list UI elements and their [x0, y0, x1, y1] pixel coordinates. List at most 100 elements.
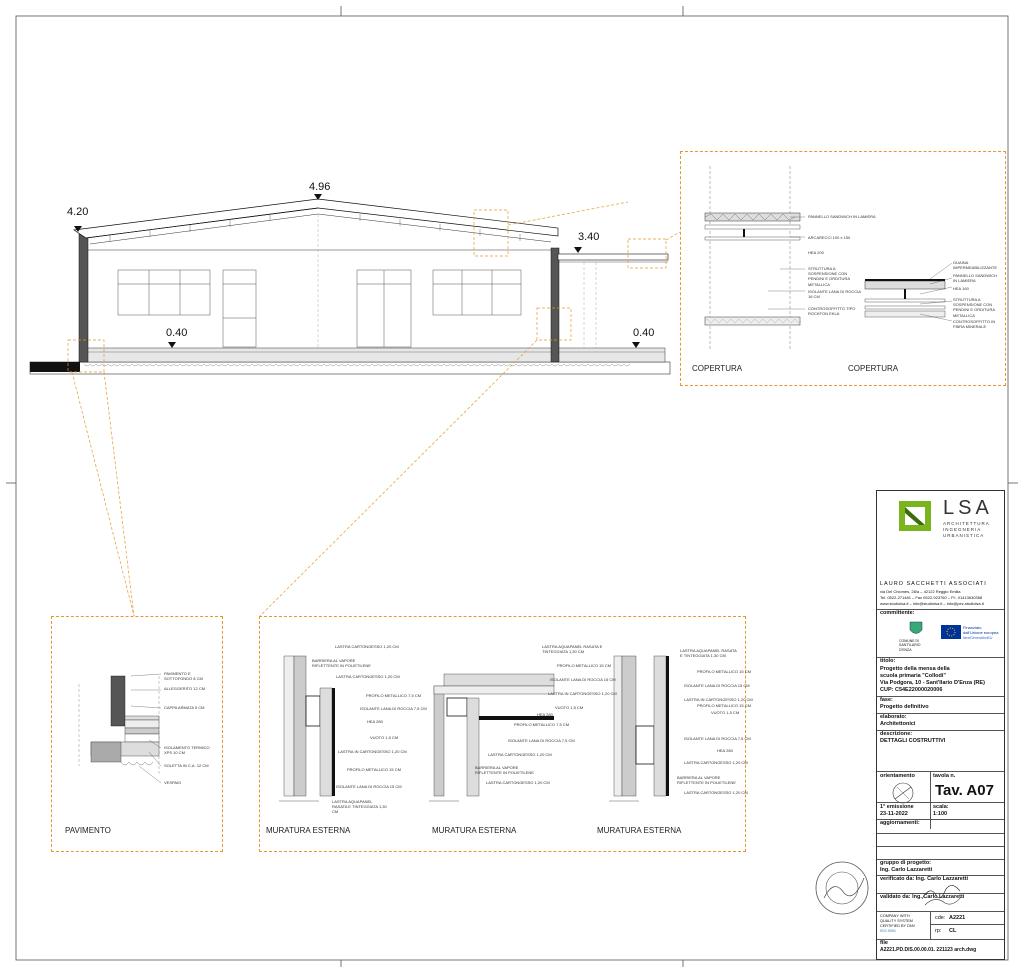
detail-box-pavimento [51, 616, 223, 852]
cde-value: A2221 [949, 915, 966, 921]
eu-text-2: dall'Unione europea [963, 630, 999, 635]
mur1-note-2: BARRIERA AL VAPORE RIFLETTENTE IN POLIET… [312, 658, 371, 669]
eu-text-1: Finanziato [963, 625, 982, 630]
committente-label: committente: [880, 610, 915, 616]
lsa-logo-mark [899, 501, 931, 531]
cop1-note-4: STRUTTURA A SOSPENSIONE CON PENDINI E OR… [808, 266, 850, 287]
emissione-label: 1° emissione [880, 804, 914, 810]
mur2-note-5: VUOTO 1,5 CM [555, 705, 584, 710]
mur2-note-11: LASTRA CARTONGESSO 1,20 CM [486, 780, 550, 785]
mur3-note-1: LASTRA AQUAPANEL RASATA E TINTEGGIATA 1,… [680, 648, 737, 659]
mur2-note-8: ISOLANTE LANA DI ROCCIA 7,5 CM [508, 738, 575, 743]
logo-lsa-text: LSA [943, 497, 993, 519]
label-pavimento: PAVIMENTO [65, 826, 111, 835]
comune-name: COMUNE DI SANT'ILARIO D'ENZA [899, 639, 921, 652]
label-muratura-1: MURATURA ESTERNA [266, 826, 351, 835]
comune-crest-icon [909, 621, 923, 634]
titolo-label: titolo: [880, 658, 896, 664]
aggiornamenti-label: aggiornamenti: [880, 820, 920, 826]
elaborato-value: Architettonici [880, 721, 916, 727]
mur3-note-6: VUOTO 1,5 CM [711, 710, 740, 715]
pavimento-detail-drawing [78, 673, 162, 784]
mur3-note-7: ISOLANTE LANA DI ROCCIA 7,5 CM [684, 736, 751, 741]
mur1-note-3: LASTRA CARTONGESSO 1,20 CM [336, 674, 400, 679]
pav-note-4: ISOLAMENTO TERMICO XPS 10 CM [164, 745, 210, 756]
elevation-floor-right: 0.40 [633, 327, 655, 339]
mur2-note-6: HEA 280 [537, 712, 553, 717]
scala-label: scala: [933, 804, 949, 810]
titolo-line-4: CUP: C54E22000020006 [880, 687, 943, 693]
mur2-note-2: PROFILO METALLICO 15 CM [557, 663, 611, 668]
mur1-note-11: LASTRA AQUAPANEL RASATA E TINTEGGIATA 1,… [332, 799, 387, 815]
cop1-note-2: ARCARECCI 100 x 150 [808, 235, 851, 240]
cop1-note-6: CONTROSOFFITTO TIPO ROCKFON EKLA [808, 306, 856, 317]
eu-text-3: NextGenerationEU [963, 636, 993, 640]
mur1-note-4: PROFILO METALLICO 7,5 CM [366, 693, 422, 698]
titolo-line-2: scuola primaria "Collodi" [880, 673, 947, 679]
elevation-left-eave: 4.20 [67, 206, 89, 218]
mur1-note-8: LASTRA IN CARTONGESSO 1,20 CM [338, 749, 407, 754]
mur3-note-4: LASTRA IN CARTONGESSO 1,20 CM [684, 697, 753, 702]
emissione-date: 23-11-2022 [880, 811, 908, 817]
mur3-note-5: PROFILO METALLICO 15 CM [697, 703, 751, 708]
quality-line-1: COMPANY WITH [880, 914, 910, 918]
scala-value: 1:100 [933, 811, 948, 817]
mur1-note-5: ISOLANTE LANA DI ROCCIA 7,5 CM [360, 706, 427, 711]
cop1-note-5: ISOLANTE LANA DI ROCCIA 16 CM [808, 289, 861, 300]
quality-line-3: CERTIFIED BY DNV [880, 924, 916, 928]
tavola-label: tavola n. [933, 773, 956, 779]
cop1-note-3: HEA 200 [808, 250, 824, 255]
quality-line-4: ISO 9001 [880, 929, 897, 933]
mur1-note-10: ISOLANTE LANA DI ROCCIA 15 CM [336, 784, 402, 789]
pav-note-1: PAVIMENTO E SOTTOFONDO 8 CM [164, 671, 203, 682]
titolo-line-3: Via Podgora, 10 - Sant'Ilario D'Enza (RE… [880, 680, 985, 686]
quality-line-2: QUALITY SYSTEM [880, 919, 913, 923]
mur2-note-3: ISOLANTE LANA DI ROCCIA 15 CM [550, 677, 616, 682]
label-muratura-2: MURATURA ESTERNA [432, 826, 517, 835]
title-block: LSA ARCHITETTURA INGEGNERIA URBANISTICA … [876, 490, 1005, 960]
detail-box-copertura [680, 151, 1006, 386]
mur2-note-4: LASTRA IN CARTONGESSO 1,20 CM [548, 691, 617, 696]
copertura-details-drawing [704, 166, 953, 351]
mur1-note-1: LASTRA CARTONGESSO 1,20 CM [335, 644, 399, 649]
eu-flag-icon [941, 625, 961, 639]
logo-sub-3: URBANISTICA [943, 533, 985, 538]
cop1-note-1: PANNELLO SANDWICH IN LAMIERA [808, 214, 876, 219]
verificato-label: verificato da: Ing. Carlo Lazzaretti [880, 876, 969, 882]
label-copertura-2: COPERTURA [848, 364, 899, 373]
pav-note-5: SOLETTA IN C.A. 12 CM [164, 763, 209, 768]
engineer-stamp [815, 861, 869, 915]
firm-web: www.studiolsa.it – info@studiolsa.it – i… [880, 601, 984, 606]
descrizione-label: descrizione: [880, 731, 913, 737]
fase-value: Progetto definitivo [880, 704, 929, 710]
mur2-note-1: LASTRA AQUAPANEL RASATA E TINTEGGIATA 1,… [542, 644, 603, 655]
mur1-note-7: VUOTO 1,5 CM [370, 735, 399, 740]
label-muratura-3: MURATURA ESTERNA [597, 826, 682, 835]
elevation-floor-left: 0.40 [166, 327, 188, 339]
cop2-note-5: CONTROSOFFITTO IN FIBRA MINERALE [953, 319, 996, 330]
pav-note-6: VESPAIO [164, 780, 182, 785]
mur1-note-9: PROFILO METALLICO 15 CM [347, 767, 401, 772]
mur3-note-3: ISOLANTE LANA DI ROCCIA 15 CM [684, 683, 750, 688]
firm-phone: Tel. 0522-271481 – Fax 0522-923760 – P.I… [880, 595, 983, 600]
fase-label: fase: [880, 697, 893, 703]
mur3-note-9: LASTRA CARTONGESSO 1,20 CM [684, 760, 748, 765]
cde-label: cde: [935, 915, 946, 921]
mur2-note-7: PROFILO METALLICO 7,5 CM [514, 722, 570, 727]
detail-box-muratura [259, 616, 746, 852]
mur3-note-10: BARRIERA AL VAPORE RIFLETTENTE IN POLIET… [677, 775, 736, 786]
cop2-note-2: PANNELLO SANDWICH IN LAMIERA [953, 273, 997, 284]
label-copertura-1: COPERTURA [692, 364, 743, 373]
validato-label: validato da: Ing. Carlo Lazzaretti [880, 894, 965, 900]
firm-address: via Dei Chiomes, 28/a – 42122 Reggio Emi… [880, 589, 961, 594]
logo-sub-2: INGEGNERIA [943, 527, 982, 532]
muratura-details-drawing [279, 655, 669, 802]
file-name: A2221.PD.DIS.00.00.01. 221123 arch.dwg [880, 947, 977, 953]
cop2-note-1: GUAINA IMPERMEABILIZZANTE [953, 260, 998, 271]
gruppo-label: gruppo di progetto: [880, 860, 932, 866]
signature [921, 885, 962, 906]
orientamento-label: orientamento [880, 773, 915, 779]
mur3-note-8: HEA 280 [717, 748, 733, 753]
firm-name: LAURO SACCHETTI ASSOCIATI [880, 581, 987, 587]
